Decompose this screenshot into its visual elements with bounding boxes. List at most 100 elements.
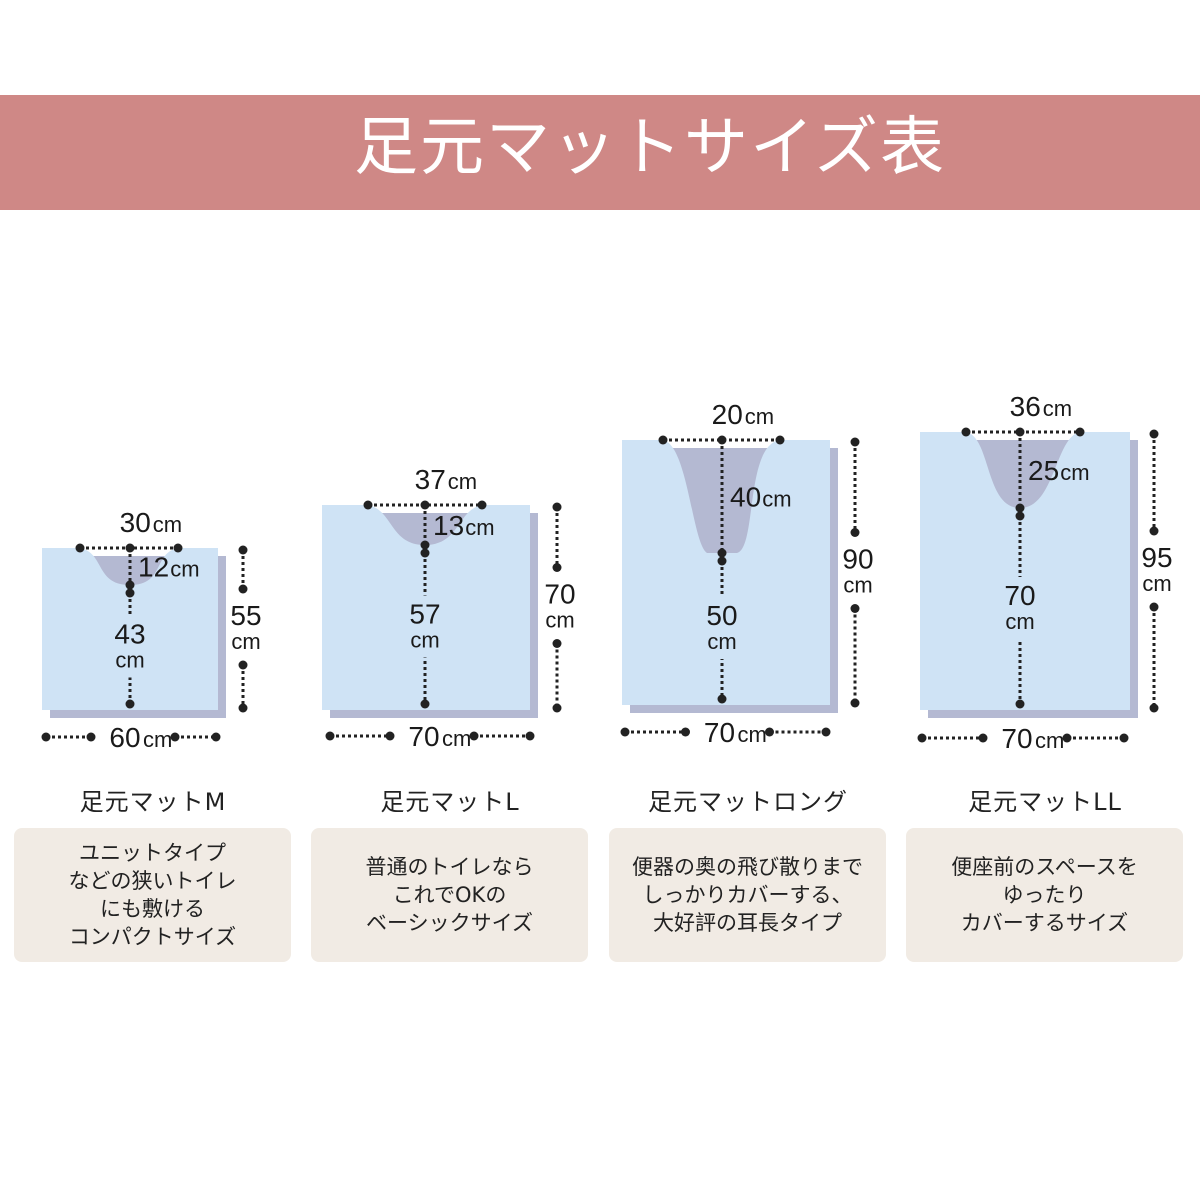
cutout-depth-line-ll-end — [1015, 427, 1025, 437]
width-value-ll: 70 — [1001, 723, 1032, 754]
height-line-bottom-m-end — [238, 660, 248, 670]
cutout-depth-line-l-end — [420, 540, 430, 550]
cutout-depth-line-long-end — [717, 435, 727, 445]
remaining-length-unit-ll: cm — [1005, 609, 1034, 634]
cutout-depth-line-ll-end — [1015, 503, 1025, 513]
remaining-length-line-ll-end — [1015, 699, 1025, 709]
height-line-bottom-ll-end — [1149, 703, 1159, 713]
height-line-bottom-ll-end — [1149, 602, 1159, 612]
remaining-length-value-l: 57 — [409, 599, 440, 630]
cutout-width-unit-ll: cm — [1043, 396, 1072, 421]
mat-shape-long — [622, 440, 830, 705]
cutout-width-value-long: 20 — [712, 399, 743, 430]
width-line-right-l-end — [525, 731, 535, 741]
width-line-right-ll-end — [1119, 733, 1129, 743]
height-value-long: 90 — [842, 544, 873, 575]
mat-description-m: ユニットタイプ などの狭いトイレ にも敷ける コンパクトサイズ — [14, 828, 291, 962]
label-backdrop-ll — [996, 577, 1044, 639]
cutout-width-line-l-end — [477, 500, 487, 510]
cutout-depth-value-l: 13 — [433, 510, 464, 541]
mat-description-ll: 便座前のスペースを ゆったり カバーするサイズ — [906, 828, 1183, 962]
height-line-top-ll-end — [1149, 526, 1159, 536]
cutout-width-unit-m: cm — [153, 512, 182, 537]
width-line-left-m-end — [86, 732, 96, 742]
width-unit-m: cm — [143, 727, 172, 752]
height-value-ll: 95 — [1141, 542, 1172, 573]
cutout-depth-line-m-end — [125, 543, 135, 553]
remaining-length-value-ll: 70 — [1004, 580, 1035, 611]
header-band — [0, 95, 1200, 210]
width-value-long: 70 — [704, 717, 735, 748]
mat-name-m: 足元マットM — [79, 788, 227, 816]
cutout-depth-value-m: 12 — [138, 552, 169, 583]
height-line-bottom-l-end — [552, 639, 562, 648]
height-value-l: 70 — [544, 579, 575, 610]
cutout-depth-unit-ll: cm — [1060, 460, 1089, 485]
height-line-top-l-end — [552, 563, 562, 572]
cutout-depth-line-l-end — [420, 500, 430, 510]
height-line-top-m-end — [238, 584, 248, 594]
cutout-depth-value-long: 40 — [730, 482, 761, 513]
mat-description-l: 普通のトイレなら これでOKの ベーシックサイズ — [311, 828, 588, 962]
height-line-bottom-l-end — [552, 703, 562, 713]
cutout-width-line-long-end — [658, 435, 668, 445]
label-backdrop-l — [401, 595, 449, 658]
mat-name-ll: 足元マットLL — [968, 788, 1122, 816]
width-line-right-ll-end — [1062, 733, 1072, 743]
height-line-top-m-end — [238, 545, 248, 555]
height-line-top-long-end — [850, 528, 860, 537]
cutout-depth-unit-m: cm — [170, 557, 199, 582]
remaining-length-value-m: 43 — [114, 619, 145, 650]
height-unit-long: cm — [843, 573, 872, 598]
label-backdrop-m — [106, 615, 154, 678]
remaining-length-line-long-end — [717, 694, 727, 704]
width-line-left-l-end — [385, 731, 395, 741]
remaining-length-unit-l: cm — [410, 628, 439, 653]
width-line-left-l-end — [325, 731, 335, 741]
remaining-length-line-long-end — [717, 556, 727, 566]
remaining-length-line-ll-end — [1015, 511, 1025, 521]
height-line-bottom-long-end — [850, 698, 860, 708]
width-line-right-m-end — [170, 732, 180, 742]
width-line-right-long-end — [765, 727, 774, 737]
cutout-width-unit-long: cm — [745, 404, 774, 429]
cutout-width-value-ll: 36 — [1010, 391, 1041, 422]
width-value-l: 70 — [408, 721, 439, 752]
cutout-width-line-ll-end — [961, 427, 971, 437]
width-line-right-m-end — [211, 732, 221, 742]
width-line-left-m-end — [41, 732, 51, 742]
mat-shape-ll — [920, 432, 1130, 710]
remaining-length-unit-long: cm — [707, 629, 736, 654]
height-value-m: 55 — [230, 600, 261, 631]
width-line-left-long-end — [620, 727, 630, 737]
cutout-depth-value-ll: 25 — [1028, 455, 1059, 486]
cutout-depth-unit-long: cm — [762, 487, 791, 512]
width-value-m: 60 — [109, 722, 140, 753]
cutout-width-value-l: 37 — [415, 464, 446, 495]
cutout-width-line-m-end — [173, 543, 183, 553]
page-title: 足元マットサイズ表 — [353, 111, 947, 185]
cutout-width-line-ll-end — [1075, 427, 1085, 437]
width-unit-ll: cm — [1035, 728, 1064, 753]
height-unit-ll: cm — [1142, 571, 1171, 596]
remaining-length-value-long: 50 — [706, 600, 737, 631]
width-unit-l: cm — [442, 726, 471, 751]
cutout-width-line-m-end — [75, 543, 85, 553]
width-line-left-ll-end — [917, 733, 927, 743]
height-line-bottom-m-end — [238, 703, 248, 713]
width-line-left-ll-end — [978, 733, 988, 743]
label-backdrop-long — [698, 597, 746, 659]
cutout-width-line-long-end — [775, 435, 785, 445]
cutout-depth-line-m-end — [125, 580, 135, 590]
remaining-length-line-l-end — [420, 699, 430, 709]
height-line-top-long-end — [850, 437, 860, 447]
height-line-top-l-end — [552, 502, 562, 512]
mat-name-long: 足元マットロング — [648, 788, 848, 816]
width-line-left-long-end — [681, 727, 690, 737]
cutout-width-line-l-end — [363, 500, 373, 510]
remaining-length-line-m-end — [125, 699, 135, 709]
height-unit-l: cm — [545, 608, 574, 633]
remaining-length-line-m-end — [125, 588, 135, 598]
mat-name-l: 足元マットL — [380, 788, 520, 816]
cutout-width-value-m: 30 — [120, 507, 151, 538]
